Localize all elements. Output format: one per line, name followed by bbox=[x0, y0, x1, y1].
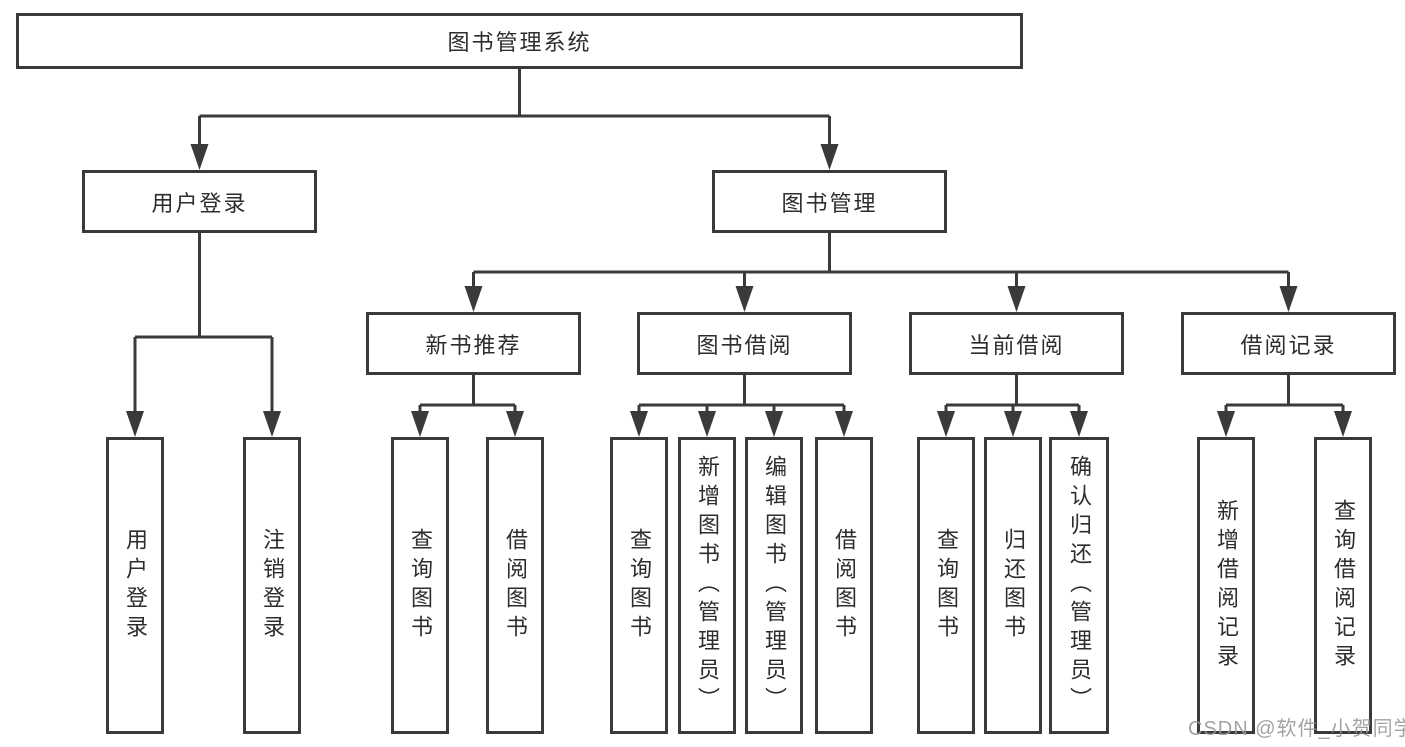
arrow-down-icon bbox=[464, 286, 483, 312]
node-confirm-return-admin: 确认归还（管理员） bbox=[1049, 437, 1109, 734]
arrow-down-icon bbox=[937, 411, 955, 437]
node-query-book-2: 查询图书 bbox=[610, 437, 668, 734]
arrow-down-icon bbox=[835, 411, 853, 437]
node-borrow-book-2: 借阅图书 bbox=[815, 437, 873, 734]
csdn-watermark: CSDN @软件_小贺同学 bbox=[1188, 718, 1405, 740]
arrow-down-icon bbox=[630, 411, 648, 437]
connector-user-branch bbox=[133, 233, 274, 416]
node-user-login: 用户登录 bbox=[106, 437, 164, 734]
arrow-down-icon bbox=[506, 411, 524, 437]
node-book-borrow: 图书借阅 bbox=[637, 312, 852, 375]
arrow-down-icon bbox=[1217, 411, 1235, 437]
node-borrow-book-1: 借阅图书 bbox=[486, 437, 544, 734]
node-return-book: 归还图书 bbox=[984, 437, 1042, 734]
node-borrow-records: 借阅记录 bbox=[1181, 312, 1396, 375]
arrow-down-icon bbox=[190, 144, 209, 170]
arrow-down-icon bbox=[126, 411, 144, 437]
arrow-down-icon bbox=[1007, 286, 1026, 312]
node-book-management: 图书管理 bbox=[712, 170, 947, 233]
arrow-down-icon bbox=[1279, 286, 1298, 312]
connector-mgmt-to-level3 bbox=[472, 233, 1290, 291]
connector-currentborrow-children bbox=[944, 375, 1081, 416]
arrow-down-icon bbox=[263, 411, 281, 437]
connector-root-to-level2 bbox=[198, 69, 831, 150]
arrow-down-icon bbox=[1070, 411, 1088, 437]
node-root-system: 图书管理系统 bbox=[16, 13, 1023, 69]
node-add-book-admin: 新增图书（管理员） bbox=[678, 437, 736, 734]
connector-records-children bbox=[1224, 375, 1345, 416]
arrow-down-icon bbox=[765, 411, 783, 437]
arrow-down-icon bbox=[1334, 411, 1352, 437]
node-user-login-branch: 用户登录 bbox=[82, 170, 317, 233]
arrow-down-icon bbox=[698, 411, 716, 437]
node-edit-book-admin: 编辑图书（管理员） bbox=[745, 437, 803, 734]
node-query-book-1: 查询图书 bbox=[391, 437, 449, 734]
node-query-book-3: 查询图书 bbox=[917, 437, 975, 734]
node-query-borrow-record: 查询借阅记录 bbox=[1314, 437, 1372, 734]
arrow-down-icon bbox=[735, 286, 754, 312]
node-current-borrow: 当前借阅 bbox=[909, 312, 1124, 375]
arrow-down-icon bbox=[820, 144, 839, 170]
node-add-borrow-record: 新增借阅记录 bbox=[1197, 437, 1255, 734]
arrow-down-icon bbox=[1004, 411, 1022, 437]
node-new-book-recommend: 新书推荐 bbox=[366, 312, 581, 375]
connector-bookborrow-children bbox=[637, 375, 846, 416]
connector-newbook-children bbox=[418, 375, 517, 416]
arrowheads bbox=[126, 144, 1352, 437]
node-logout: 注销登录 bbox=[243, 437, 301, 734]
arrow-down-icon bbox=[411, 411, 429, 437]
